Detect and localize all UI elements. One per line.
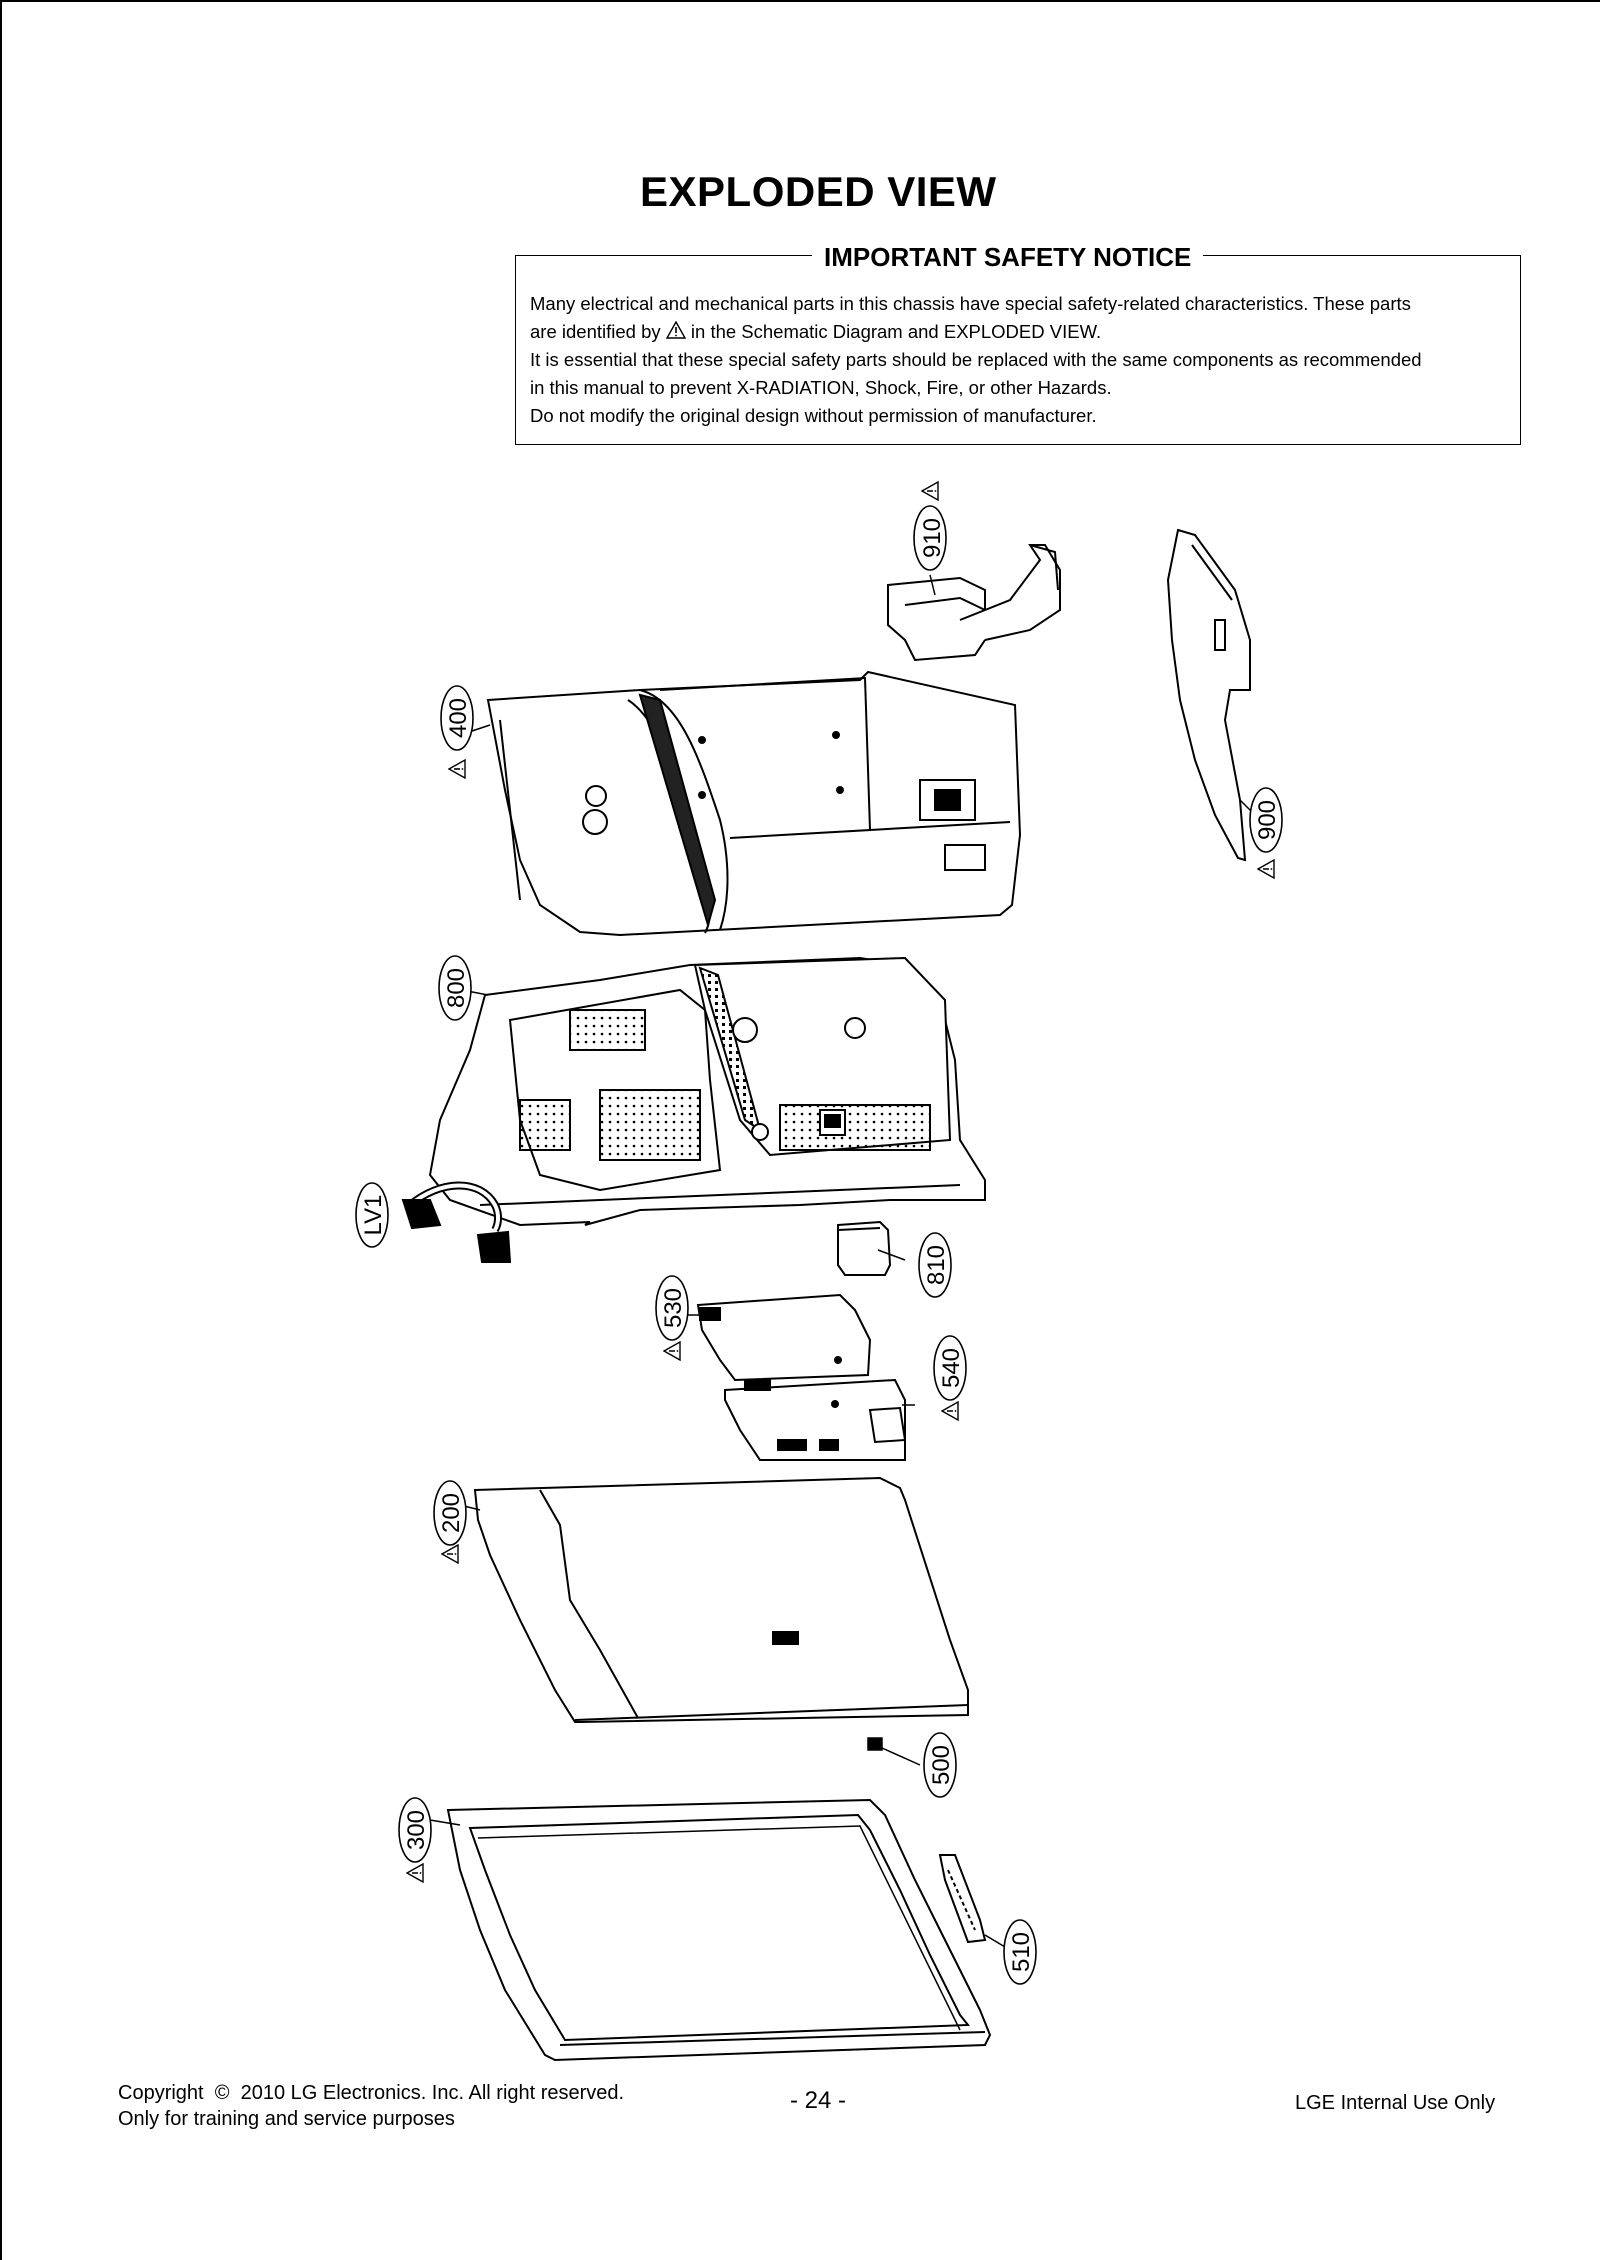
footer-usage-line: Only for training and service purposes — [118, 2108, 455, 2130]
callout-lv1: LV1 — [355, 1182, 389, 1248]
notice-line-2-after: in the Schematic Diagram and EXPLODED VI… — [690, 321, 1102, 342]
footer-copyright-line: Copyright © 2010 LG Electronics. Inc. Al… — [118, 2080, 624, 2106]
part-200-lcd-panel — [473, 1476, 969, 1723]
svg-text:910: 910 — [919, 518, 946, 558]
part-300-front-bezel — [446, 1798, 992, 2062]
callout-810: 810 — [918, 1232, 952, 1298]
footer-internal-use: LGE Internal Use Only — [1295, 2092, 1496, 2114]
safety-notice-text: Many electrical and mechanical parts in … — [530, 290, 1510, 430]
callout-300: 300 — [398, 1797, 432, 1883]
callout-510: 510 — [1003, 1919, 1037, 1985]
page-title: EXPLODED VIEW — [640, 168, 997, 215]
svg-text:300: 300 — [403, 1810, 430, 1850]
svg-text:LV1: LV1 — [360, 1195, 387, 1236]
part-540-board — [724, 1378, 907, 1461]
callout-500: 500 — [923, 1732, 957, 1798]
callout-400: 400 — [440, 685, 474, 779]
svg-text:200: 200 — [438, 1493, 465, 1533]
notice-line-3: It is essential that these special safet… — [530, 349, 1422, 370]
svg-text:800: 800 — [443, 968, 470, 1008]
part-530-board — [696, 1293, 872, 1382]
callout-910: 910 — [913, 481, 947, 571]
callout-530: 530 — [655, 1275, 689, 1361]
footer-copyright: Copyright © 2010 LG Electronics. Inc. Al… — [118, 2080, 624, 2132]
part-810-housing — [837, 1220, 892, 1276]
part-510-side-buttons — [938, 1854, 987, 1944]
part-900-stand-base — [1166, 528, 1251, 862]
callout-900: 900 — [1249, 787, 1283, 879]
page-number: - 24 - — [790, 2087, 847, 2114]
svg-text:400: 400 — [445, 698, 472, 738]
part-lv1-cable — [401, 1181, 512, 1263]
svg-text:540: 540 — [938, 1348, 965, 1388]
notice-line-5: Do not modify the original design withou… — [530, 405, 1097, 426]
notice-line-1: Many electrical and mechanical parts in … — [530, 293, 1411, 314]
callout-leader-lines — [429, 574, 1256, 1951]
part-400-back-cover — [486, 670, 1022, 937]
copyright-rest: 2010 LG Electronics. Inc. All right rese… — [240, 2082, 625, 2104]
notice-line-4: in this manual to prevent X-RADIATION, S… — [530, 377, 1112, 398]
warning-triangle-icon — [665, 321, 686, 339]
svg-text:500: 500 — [928, 1745, 955, 1785]
part-500-clip — [867, 1737, 883, 1751]
notice-line-2: are identified by in the Schematic Diagr… — [530, 318, 1510, 346]
notice-line-2-before: are identified by — [530, 321, 661, 342]
svg-text:530: 530 — [660, 1288, 687, 1328]
callout-800: 800 — [438, 955, 472, 1021]
svg-text:510: 510 — [1008, 1932, 1035, 1972]
callout-200: 200 — [433, 1480, 467, 1564]
copyright-prefix: Copyright — [118, 2082, 204, 2104]
part-910-stand-hinge — [887, 544, 1061, 662]
callout-540: 540 — [933, 1335, 967, 1421]
copyright-symbol-icon: © — [209, 2082, 236, 2104]
svg-text:810: 810 — [923, 1245, 950, 1285]
safety-notice-heading: IMPORTANT SAFETY NOTICE — [812, 242, 1204, 273]
part-800-chassis-frame — [428, 956, 986, 1227]
svg-text:900: 900 — [1254, 800, 1281, 840]
